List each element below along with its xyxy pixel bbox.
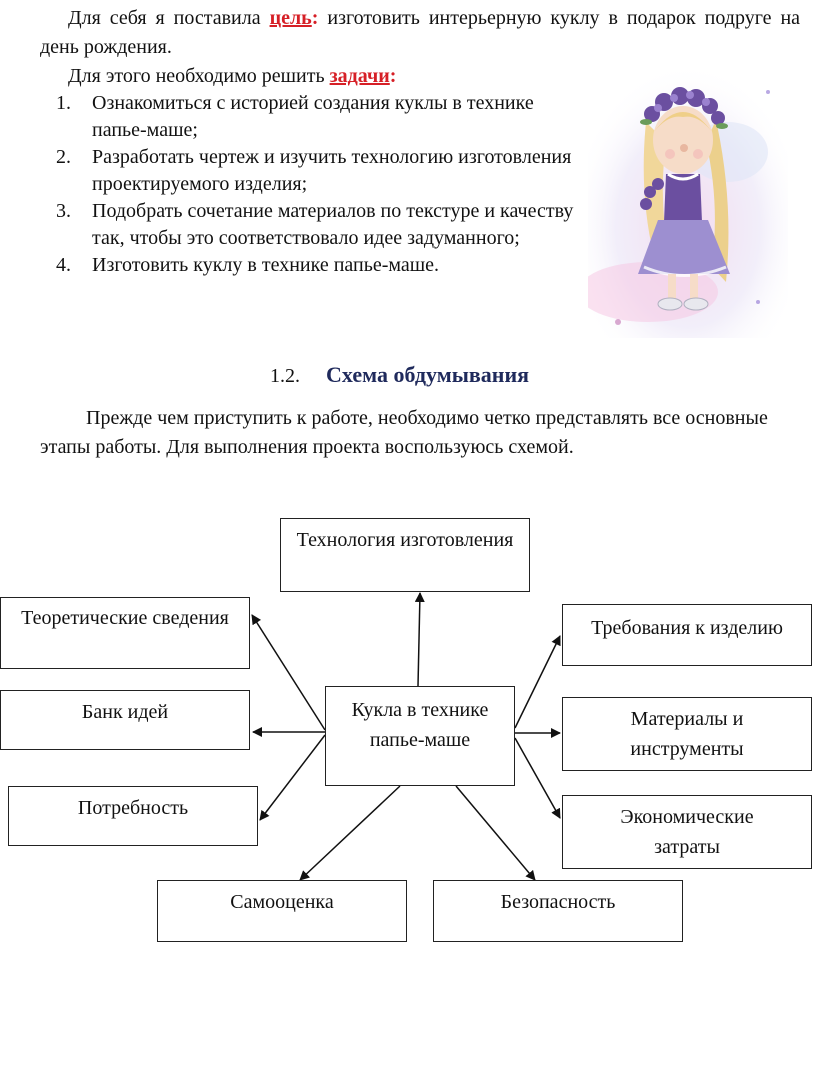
list-item-text: Подобрать сочетание материалов по тексту… [92,200,574,249]
arrow-to-need [259,734,326,821]
tasks-keyword: задачи [329,65,390,87]
goal-intro: Для себя я поставила [68,7,261,29]
list-item-text: Ознакомиться с историей создания куклы в… [92,92,534,141]
arrow-to-theory [251,614,326,731]
node-costs: Экономические затраты [562,795,812,869]
goal-colon: : [311,7,319,29]
arrow-to-costs [514,737,561,819]
list-item: 3. Подобрать сочетание материалов по текс… [56,198,576,252]
list-item: 4. Изготовить куклу в технике папье-маше. [56,252,576,279]
doll-illustration-icon [588,62,788,338]
goal-keyword: цель [269,7,312,29]
list-item-number: 3. [56,200,71,222]
list-item: 1. Ознакомиться с историей создания куклы… [56,90,576,144]
node-ideas: Банк идей [0,690,250,750]
node-safety: Безопасность [433,880,683,942]
tasks-intro-text: Для этого необходимо решить [68,65,325,87]
node-self-assessment: Самооценка [157,880,407,942]
list-item: 2. Разработать чертеж и изучить технологи… [56,144,576,198]
node-requirements: Требования к изделию [562,604,812,666]
section-heading: 1.2. Схема обдумывания [270,360,529,391]
node-technology: Технология изготовления [280,518,530,592]
section-title: Схема обдумывания [326,362,530,387]
list-item-number: 4. [56,254,71,276]
node-need: Потребность [8,786,258,846]
list-item-text: Разработать чертеж и изучить технологию … [92,146,572,195]
node-materials: Материалы и инструменты [562,697,812,771]
arrow-to-safety [455,785,536,881]
tasks-colon: : [389,65,397,87]
node-center: Кукла в технике папье-маше [325,686,515,786]
node-theory: Теоретические сведения [0,597,250,669]
goal-text: изготовить интерьерную куклу в подарок п… [40,7,801,58]
list-item-number: 2. [56,146,71,168]
task-list: 1. Ознакомиться с историей создания куклы… [56,90,576,279]
arrow-to-technology [414,592,425,687]
arrow-to-requirements [514,635,561,729]
section-number: 1.2. [270,365,300,387]
arrow-to-self-assessment [299,785,401,881]
intro-paragraph: Прежде чем приступить к работе, необходи… [40,407,768,458]
goal-paragraph: Для себя я поставила цель: изготовить ин… [40,4,800,62]
list-item-number: 1. [56,92,71,114]
list-item-text: Изготовить куклу в технике папье-маше. [92,254,440,276]
tasks-intro: Для этого необходимо решить задачи: [68,62,396,91]
